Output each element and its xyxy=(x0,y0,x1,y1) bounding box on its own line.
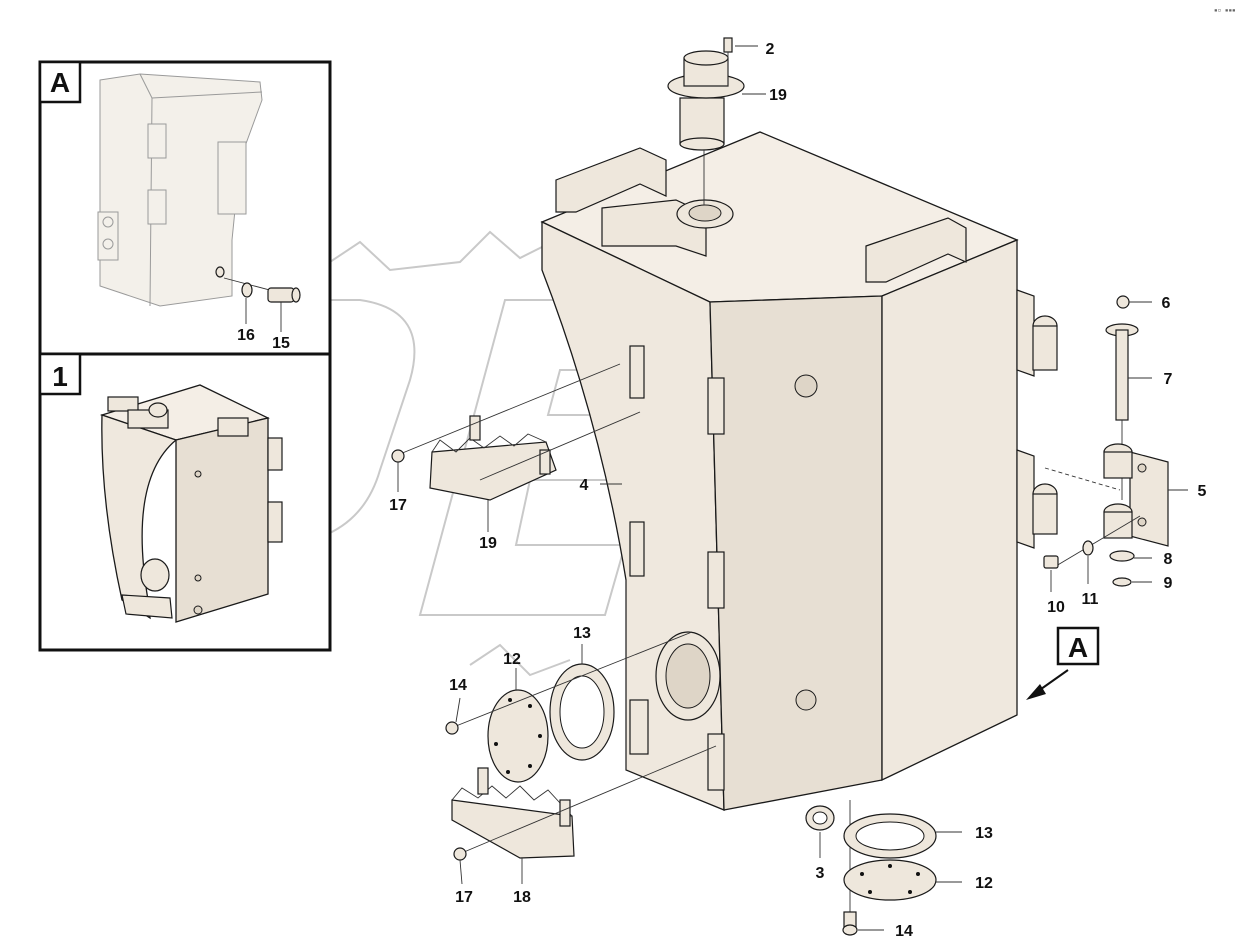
view-a-label: A xyxy=(1068,632,1088,663)
callout-3: 3 xyxy=(816,865,825,882)
tank-lifting-handles xyxy=(555,147,967,283)
inset-a-bolt-parts xyxy=(215,266,301,332)
side-cover-assembly xyxy=(445,631,693,783)
inset-a-tank-detail xyxy=(97,73,263,307)
callout-12-bottom: 12 xyxy=(975,875,993,892)
callout-10: 10 xyxy=(1047,599,1065,616)
callout-8: 8 xyxy=(1164,551,1173,568)
inset-1-frame: 1 xyxy=(38,352,332,652)
callout-14-side: 14 xyxy=(449,677,467,694)
callout-13-bottom: 13 xyxy=(975,825,993,842)
inset-1-label: 1 xyxy=(52,361,68,392)
callout-2: 2 xyxy=(766,41,775,58)
callout-16: 16 xyxy=(237,327,255,344)
lower-step-assembly xyxy=(451,745,717,885)
bottom-cover-assembly xyxy=(805,800,962,936)
callout-9: 9 xyxy=(1164,575,1173,592)
upper-step-assembly xyxy=(391,363,641,532)
callout-17-upper: 17 xyxy=(389,497,407,514)
callout-13-side: 13 xyxy=(573,625,591,642)
tank-mounting-pads xyxy=(629,289,1035,791)
callout-12-side: 12 xyxy=(503,651,521,668)
callout-5: 5 xyxy=(1198,483,1207,500)
inset-a-frame: A 16 15 xyxy=(38,60,332,356)
inset-a-label: A xyxy=(50,67,70,98)
callout-14-bottom: 14 xyxy=(895,923,913,940)
callout-17-lower: 17 xyxy=(455,889,473,906)
view-a-marker: A xyxy=(1026,626,1100,700)
callout-15: 15 xyxy=(272,335,290,352)
callout-7: 7 xyxy=(1164,371,1173,388)
hinge-assembly xyxy=(1032,295,1188,592)
inset-1-tank-overview xyxy=(99,384,283,623)
callout-18: 18 xyxy=(513,889,531,906)
tank-inspection-port xyxy=(655,631,721,721)
callout-19-top: 19 xyxy=(769,87,787,104)
corner-mark: ▪▫ ▪▪▪ xyxy=(1214,7,1236,14)
filter-assembly xyxy=(667,37,766,205)
callout-4: 4 xyxy=(580,477,589,494)
callout-19-step: 19 xyxy=(479,535,497,552)
callout-6: 6 xyxy=(1162,295,1171,312)
callout-11: 11 xyxy=(1082,591,1099,608)
